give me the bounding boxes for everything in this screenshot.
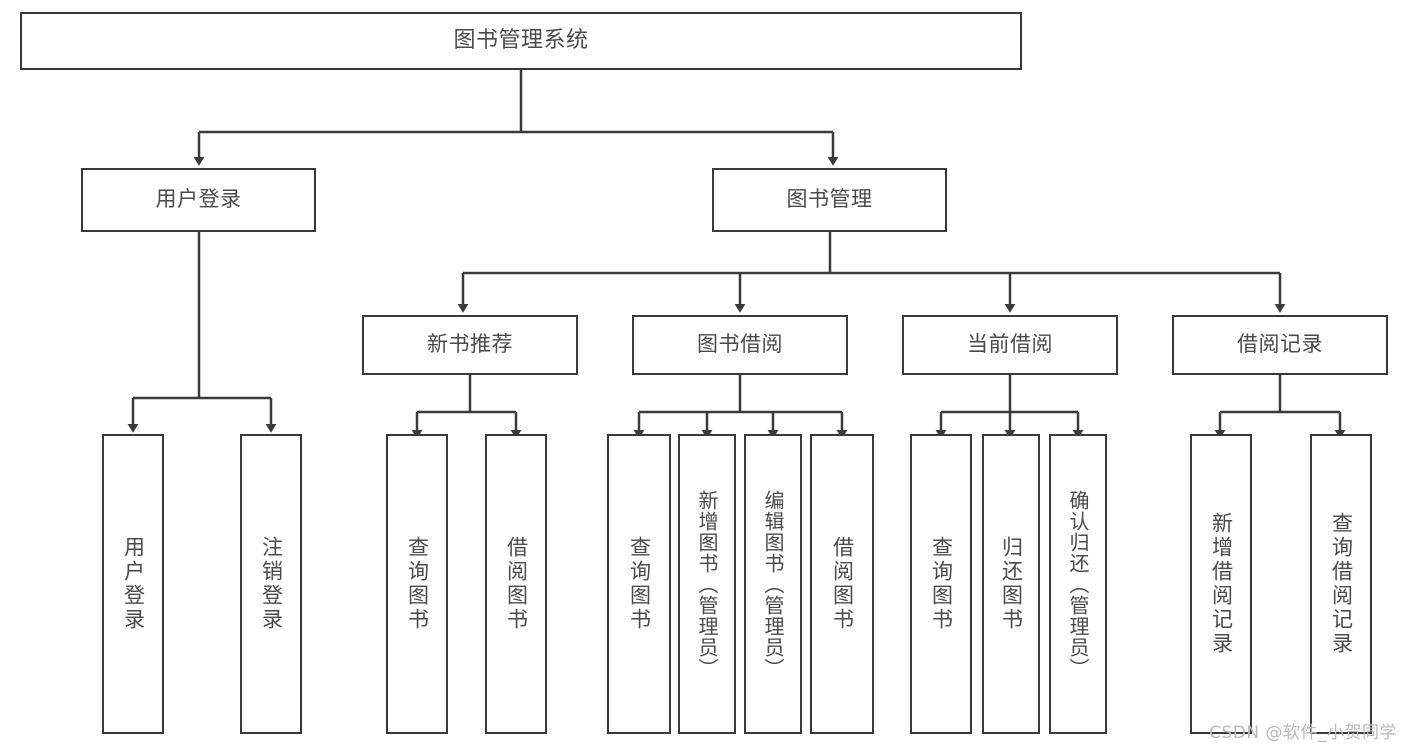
node-user-login[interactable]: 用户登录 xyxy=(81,168,316,232)
node-label: 确认归还（管理员） xyxy=(1066,489,1090,679)
node-book-manage[interactable]: 图书管理 xyxy=(712,168,947,232)
leaf-confirm-return[interactable]: 确认归还（管理员） xyxy=(1049,434,1107,734)
leaf-add-book[interactable]: 新增图书（管理员） xyxy=(678,434,736,734)
node-label: 新增借阅记录 xyxy=(1209,512,1234,656)
node-label: 借阅图书 xyxy=(504,536,529,632)
leaf-query-book-rec[interactable]: 查询图书 xyxy=(386,434,448,734)
node-label: 用户登录 xyxy=(155,187,242,212)
leaf-borrow-book-borrow[interactable]: 借阅图书 xyxy=(810,434,874,734)
node-label: 查询图书 xyxy=(405,536,430,632)
leaf-borrow-book-rec[interactable]: 借阅图书 xyxy=(485,434,547,734)
node-borrow-record[interactable]: 借阅记录 xyxy=(1172,315,1388,375)
node-label: 注销登录 xyxy=(259,536,284,632)
leaf-logout-login[interactable]: 注销登录 xyxy=(240,434,302,734)
node-label: 查询借阅记录 xyxy=(1329,512,1354,656)
leaf-query-borrow-record[interactable]: 查询借阅记录 xyxy=(1310,434,1372,734)
node-root-system[interactable]: 图书管理系统 xyxy=(20,12,1022,70)
leaf-return-book[interactable]: 归还图书 xyxy=(982,434,1040,734)
node-book-borrow[interactable]: 图书借阅 xyxy=(632,315,848,375)
node-label: 当前借阅 xyxy=(967,332,1053,357)
leaf-edit-book[interactable]: 编辑图书（管理员） xyxy=(744,434,802,734)
node-label: 图书借阅 xyxy=(697,332,783,357)
node-label: 图书管理系统 xyxy=(453,27,589,53)
node-label: 查询图书 xyxy=(627,536,652,632)
node-label: 借阅图书 xyxy=(830,536,855,632)
leaf-query-book-current[interactable]: 查询图书 xyxy=(910,434,972,734)
node-label: 编辑图书（管理员） xyxy=(761,489,785,679)
node-label: 借阅记录 xyxy=(1237,332,1323,357)
leaf-query-book-borrow[interactable]: 查询图书 xyxy=(607,434,671,734)
node-label: 用户登录 xyxy=(121,536,146,632)
node-label: 图书管理 xyxy=(786,187,873,212)
node-label: 归还图书 xyxy=(999,536,1024,632)
leaf-add-borrow-record[interactable]: 新增借阅记录 xyxy=(1190,434,1252,734)
node-current-borrow[interactable]: 当前借阅 xyxy=(902,315,1118,375)
csdn-watermark: CSDN @软件_小贺同学 xyxy=(1209,723,1397,743)
node-new-book-rec[interactable]: 新书推荐 xyxy=(362,315,578,375)
node-label: 新增图书（管理员） xyxy=(695,489,719,679)
node-label: 新书推荐 xyxy=(427,332,513,357)
node-label: 查询图书 xyxy=(929,536,954,632)
leaf-user-login[interactable]: 用户登录 xyxy=(102,434,164,734)
